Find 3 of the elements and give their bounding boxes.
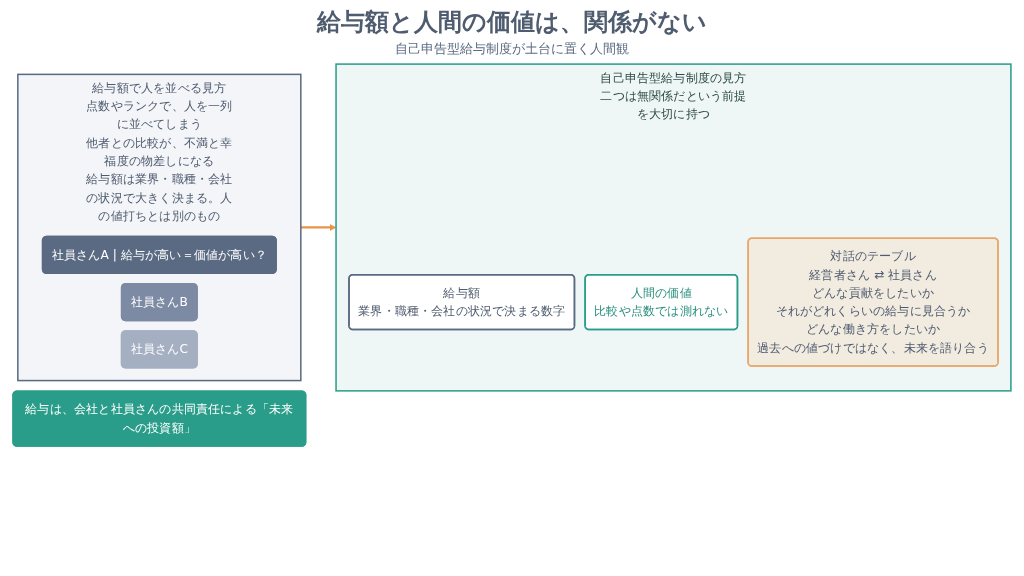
title: 給与額と人間の価値は、関係がない [317, 7, 707, 38]
caption: 自己申告型給与制度が土台に置く人間観 [395, 40, 629, 58]
arrow [300, 224, 337, 231]
